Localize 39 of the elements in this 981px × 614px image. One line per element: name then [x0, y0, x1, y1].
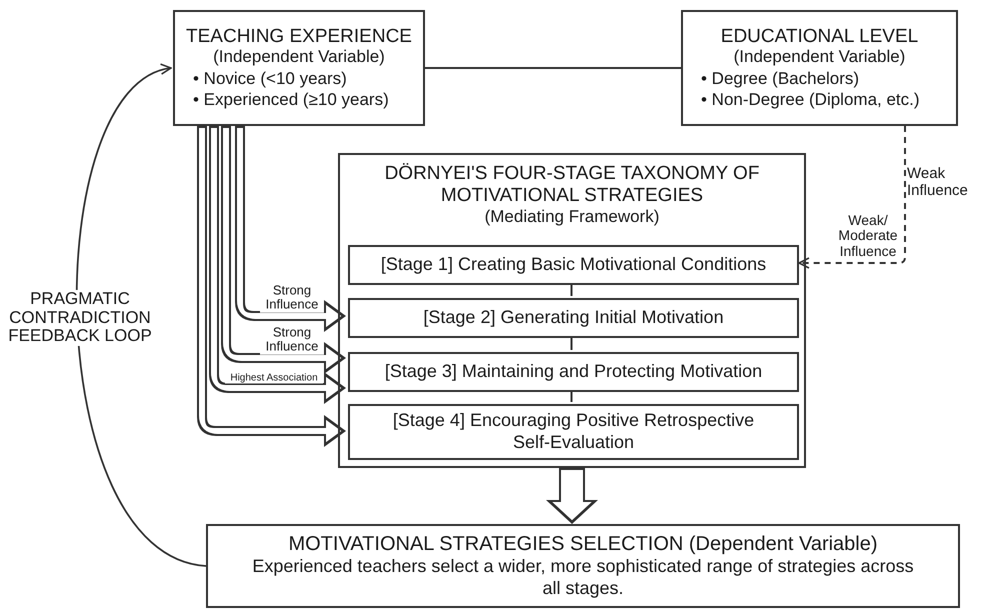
stage-title: [Stage 1] Creating Basic Motivational Conditions: [380, 254, 768, 276]
stage-box: [348, 298, 799, 338]
stage-box: [348, 352, 799, 392]
box-heading: DÖRNYEI'S FOUR-STAGE TAXONOMY OF MOTIVATIONAL STRATEGIES: [384, 163, 760, 207]
framework-box: [338, 153, 806, 468]
bullet-item: • Experienced (≥10 years): [192, 89, 389, 110]
feedback-arrow: [76, 66, 206, 567]
connector-line: [570, 390, 572, 402]
variable-box: [173, 10, 425, 126]
connector-line: [570, 283, 572, 296]
outcome-box: [206, 524, 960, 608]
stage-title: [Stage 3] Maintaining and Protecting Motivation: [384, 361, 764, 383]
bullet-item: • Non-Degree (Diploma, etc.): [700, 89, 920, 110]
edge-label: Highest Association: [225, 372, 323, 384]
edge-label: Strong Influence: [260, 326, 324, 354]
block-arrow: [235, 126, 346, 332]
box-subtitle: (Mediating Framework): [484, 206, 660, 228]
variable-box: [681, 10, 958, 126]
connector-line: [570, 336, 572, 350]
arrow: [798, 126, 906, 269]
annotation-label: Weak Influence: [907, 164, 969, 200]
box-heading: EDUCATIONAL LEVEL: [720, 26, 918, 48]
block-arrow: [221, 126, 346, 374]
box-subtitle: (Independent Variable): [213, 47, 385, 68]
box-heading: MOTIVATIONAL STRATEGIES SELECTION (Dependent Variable): [288, 532, 878, 556]
block-arrow: [197, 126, 346, 447]
box-subtitle: Experienced teachers select a wider, more sophisticated range of strategies across all stages.: [251, 556, 915, 600]
stage-box: [348, 404, 799, 460]
block-arrow: [209, 126, 346, 404]
connector-line: [425, 67, 681, 69]
block-arrow: [546, 468, 598, 524]
bullet-item: • Degree (Bachelors): [700, 68, 860, 90]
box-heading: TEACHING EXPERIENCE: [186, 26, 412, 48]
stage-box: [348, 245, 799, 285]
box-subtitle: (Independent Variable): [734, 47, 906, 68]
edge-label: Strong Influence: [260, 284, 324, 312]
bullet-item: • Novice (<10 years): [192, 68, 347, 90]
stage-title: [Stage 2] Generating Initial Motivation: [422, 307, 725, 329]
stage-title: [Stage 4] Encouraging Positive Retrospective Self-Evaluation: [392, 410, 756, 454]
